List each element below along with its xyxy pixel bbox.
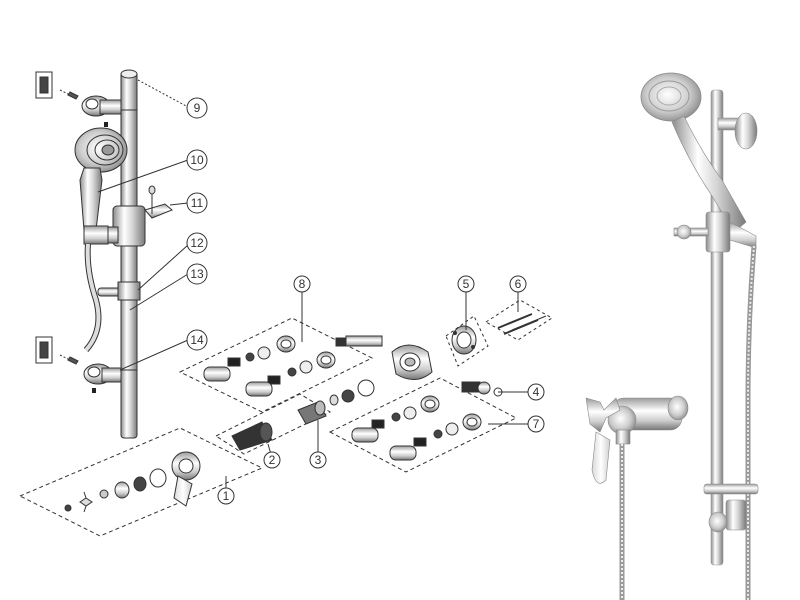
riser-kit-group: [35, 69, 189, 439]
handset: [74, 127, 128, 231]
group-8-parts: [203, 335, 336, 397]
callout-12: 12: [186, 232, 208, 254]
top-bracket: [81, 95, 123, 127]
callout-7: 7: [527, 415, 545, 433]
callout-10: 10: [186, 149, 208, 171]
callout-group: 9 10 11 12 13 14 8 5 6 4 7 2 3 1: [186, 97, 545, 505]
top-wall-plate: [35, 71, 79, 100]
callout-5: 5: [457, 275, 475, 293]
callout-2: 2: [263, 451, 281, 469]
callout-4-label: 4: [533, 385, 540, 399]
callout-6: 6: [509, 275, 527, 293]
group-1-outline: [18, 427, 264, 537]
product-handset: [640, 72, 747, 233]
valve-exploded-group: [18, 292, 553, 537]
group-8-outline: [178, 317, 374, 413]
cartridge-2: [231, 421, 273, 451]
callout-4: 4: [527, 383, 545, 401]
group-23-outline: [214, 393, 332, 455]
mid-clip: [97, 281, 141, 301]
product-bottom-clip: [703, 483, 759, 533]
callout-7-label: 7: [533, 417, 540, 431]
callout-2-label: 2: [269, 453, 276, 467]
callout-8: 8: [293, 275, 311, 293]
callout-6-label: 6: [515, 277, 522, 291]
cartridge-3: [297, 400, 327, 425]
hose: [83, 243, 102, 353]
callout-8-label: 8: [299, 277, 306, 291]
callout-3: 3: [309, 451, 327, 469]
part-4-nut: [461, 381, 503, 397]
callout-14-label: 14: [190, 333, 204, 347]
group-7-outline: [328, 377, 518, 473]
callout-14: 14: [186, 329, 208, 351]
product-valve: [585, 395, 689, 600]
callout-9: 9: [186, 97, 208, 119]
assembled-product-image: [580, 55, 800, 600]
callout-13: 13: [186, 263, 208, 285]
callout-1-label: 1: [223, 489, 230, 503]
callout-5-label: 5: [463, 277, 470, 291]
product-top-bracket: [717, 112, 758, 150]
part-5-backplate: [451, 325, 477, 355]
valve-body: [329, 335, 433, 406]
slider-bracket: [83, 185, 173, 247]
callout-1: 1: [217, 487, 235, 505]
group-1-parts: [64, 451, 201, 513]
callout-11-label: 11: [191, 196, 204, 210]
callout-12-label: 12: [190, 236, 204, 250]
callout-9-label: 9: [194, 101, 201, 115]
callout-10-label: 10: [190, 153, 204, 167]
riser-rail: [120, 69, 138, 439]
product-slider: [673, 211, 757, 253]
group-7-parts: [351, 395, 482, 461]
callout-11: 11: [186, 192, 208, 214]
bottom-bracket: [83, 363, 125, 393]
callout-3-label: 3: [315, 453, 322, 467]
group-5-outline: [445, 315, 489, 367]
callout-13-label: 13: [190, 267, 204, 281]
part-6-screws: [497, 313, 547, 335]
bottom-wall-plate: [35, 336, 79, 365]
group-6-outline: [485, 299, 553, 341]
